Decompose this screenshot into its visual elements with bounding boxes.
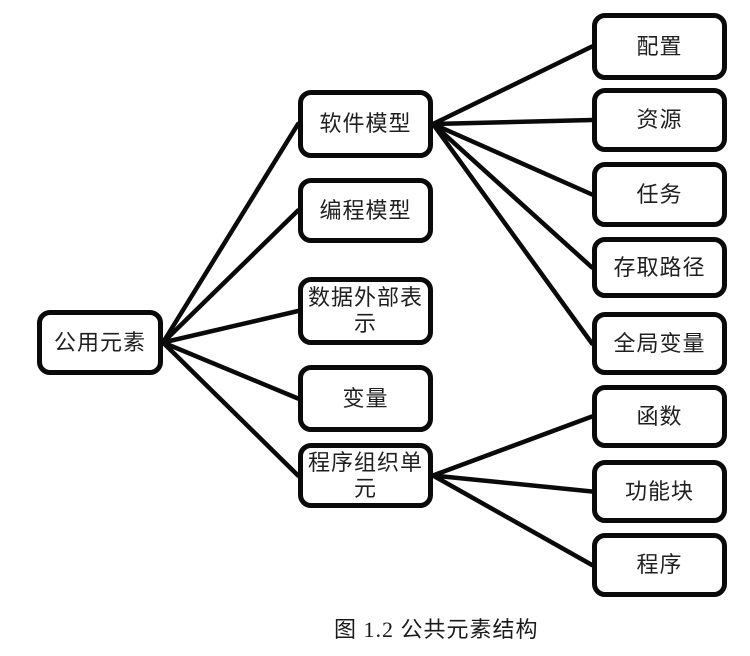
node-label: 存取路径	[613, 254, 706, 280]
connector-line	[430, 121, 595, 197]
connector-line	[430, 44, 595, 127]
node-label: 程序组织单元	[307, 449, 423, 501]
node-program-organization-unit: 程序组织单元	[298, 443, 433, 508]
node-label: 资源	[636, 107, 683, 133]
connector-line	[160, 208, 301, 345]
node-global-variables: 全局变量	[592, 312, 727, 375]
node-resources: 资源	[592, 88, 727, 152]
node-label: 任务	[636, 181, 683, 207]
node-label: 功能块	[624, 478, 694, 504]
node-tasks: 任务	[592, 162, 727, 227]
connector-line	[160, 121, 301, 345]
connector-line	[430, 414, 595, 478]
node-functions: 函数	[592, 385, 727, 448]
node-function-blocks: 功能块	[592, 460, 727, 523]
connector-line	[160, 340, 301, 401]
connector-line	[430, 473, 595, 494]
node-common-elements: 公用元素	[37, 310, 163, 375]
node-label: 变量	[342, 385, 389, 411]
node-label: 数据外部表示	[307, 285, 423, 336]
node-label: 全局变量	[613, 330, 706, 356]
figure-caption: 图 1.2 公共元素结构	[334, 617, 539, 642]
connector-line	[430, 121, 595, 346]
node-label: 程序	[636, 552, 683, 578]
connector-line	[160, 308, 301, 345]
connector-line	[430, 117, 595, 127]
node-label: 公用元素	[53, 329, 146, 355]
node-label: 配置	[636, 33, 683, 59]
node-software-model: 软件模型	[298, 90, 433, 158]
node-variables: 变量	[298, 365, 433, 432]
connector-line	[430, 121, 595, 270]
connector-line	[430, 473, 595, 568]
node-programming-model: 编程模型	[298, 178, 433, 243]
node-programs: 程序	[592, 533, 727, 597]
node-data-external-representation: 数据外部表示	[298, 277, 433, 345]
connector-line	[160, 340, 301, 478]
node-label: 编程模型	[319, 197, 412, 223]
node-access-paths: 存取路径	[592, 237, 727, 298]
node-label: 软件模型	[319, 111, 412, 137]
node-label: 函数	[636, 403, 683, 429]
node-configuration: 配置	[592, 13, 727, 80]
